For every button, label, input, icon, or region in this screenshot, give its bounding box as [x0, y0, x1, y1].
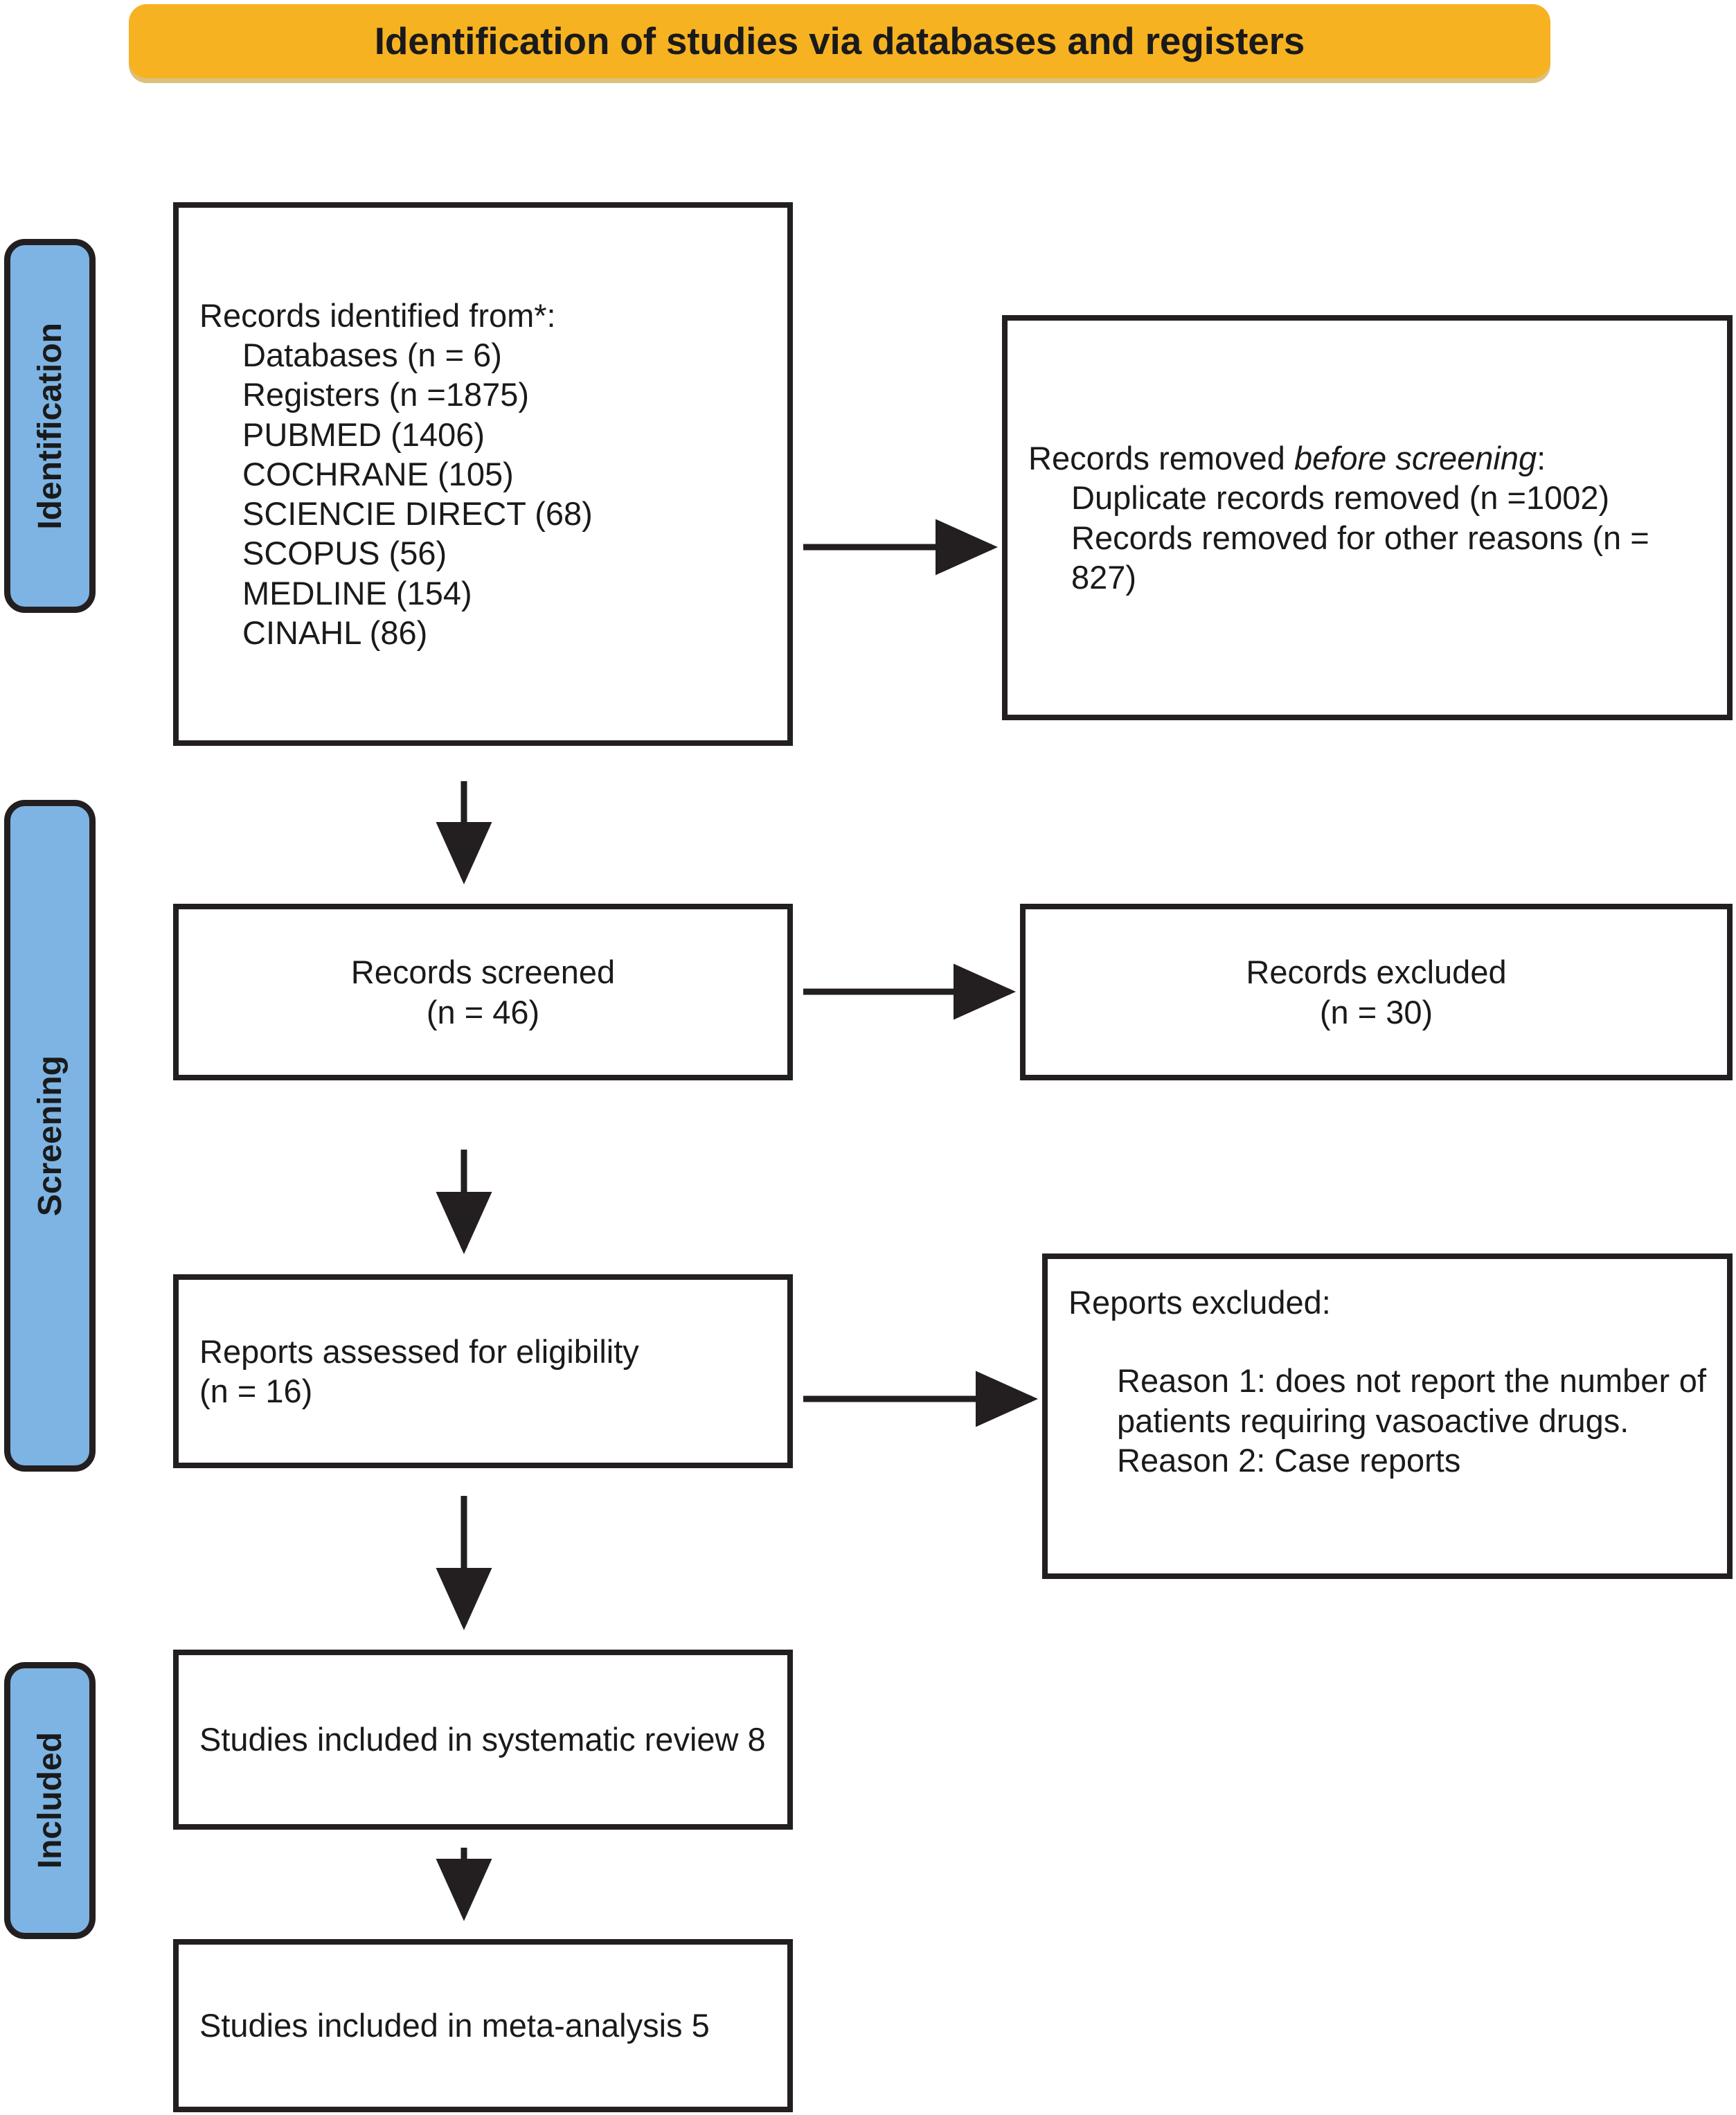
box-reports-excluded: Reports excluded: Reason 1: does not rep…: [1042, 1253, 1733, 1579]
stage-label-identification: Identification: [31, 322, 69, 530]
records-removed-title-italic: before screening: [1294, 439, 1537, 476]
records-removed-title: Records removed before screening:: [1028, 438, 1706, 478]
reports-excluded-spacer: [1068, 1322, 1706, 1361]
records-identified-line-1: Registers (n =1875): [242, 376, 530, 413]
stage-label-included: Included: [31, 1732, 69, 1869]
box-records-screened: Records screened (n = 46): [173, 904, 793, 1080]
records-identified-line-7: CINAHL (86): [242, 614, 428, 652]
reports-excluded-reason-1: Reason 1: does not report the number of …: [1117, 1362, 1716, 1439]
records-excluded-line-2: (n = 30): [1319, 993, 1433, 1030]
box-studies-systematic-review: Studies included in systematic review 8: [173, 1650, 793, 1830]
banner-title: Identification of studies via databases …: [374, 19, 1305, 63]
records-screened-line-1: Records screened: [350, 954, 616, 991]
records-removed-line-0: Duplicate records removed (n =1002): [1071, 479, 1610, 517]
box-records-removed-before-screening: Records removed before screening: Duplic…: [1002, 315, 1733, 720]
records-identified-line-2: PUBMED (1406): [242, 416, 485, 453]
box-records-excluded: Records excluded (n = 30): [1020, 904, 1733, 1080]
box-studies-meta-analysis: Studies included in meta-analysis 5: [173, 1939, 793, 2112]
records-identified-line-5: SCOPUS (56): [242, 535, 447, 572]
reports-excluded-title: Reports excluded:: [1068, 1284, 1331, 1321]
records-removed-line-1: Records removed for other reasons (n = 8…: [1071, 519, 1658, 596]
records-identified-line-0: Databases (n = 6): [242, 336, 502, 373]
studies-systematic-review-text: Studies included in systematic review 8: [199, 1721, 766, 1758]
records-excluded-line-1: Records excluded: [1246, 954, 1507, 991]
records-removed-title-suffix: :: [1537, 439, 1546, 476]
records-screened-line-2: (n = 46): [426, 993, 540, 1030]
reports-assessed-line-2: (n = 16): [199, 1373, 313, 1409]
records-identified-title: Records identified from*:: [199, 296, 556, 334]
stage-bar-screening: Screening: [4, 800, 96, 1472]
stage-label-screening: Screening: [31, 1055, 69, 1217]
stage-bar-included: Included: [4, 1662, 96, 1939]
records-identified-line-4: SCIENCIE DIRECT (68): [242, 495, 593, 533]
reports-excluded-reason-2: Reason 2: Case reports: [1117, 1441, 1461, 1479]
box-reports-assessed: Reports assessed for eligibility (n = 16…: [173, 1274, 793, 1468]
diagram-banner: Identification of studies via databases …: [129, 4, 1550, 78]
records-identified-line-6: MEDLINE (154): [242, 574, 472, 612]
box-records-identified: Records identified from*: Databases (n =…: [173, 202, 793, 746]
records-removed-title-prefix: Records removed: [1028, 439, 1294, 476]
reports-assessed-line-1: Reports assessed for eligibility: [199, 1332, 639, 1370]
studies-meta-analysis-text: Studies included in meta-analysis 5: [199, 2007, 710, 2044]
records-identified-line-3: COCHRANE (105): [242, 455, 514, 492]
stage-bar-identification: Identification: [4, 239, 96, 613]
